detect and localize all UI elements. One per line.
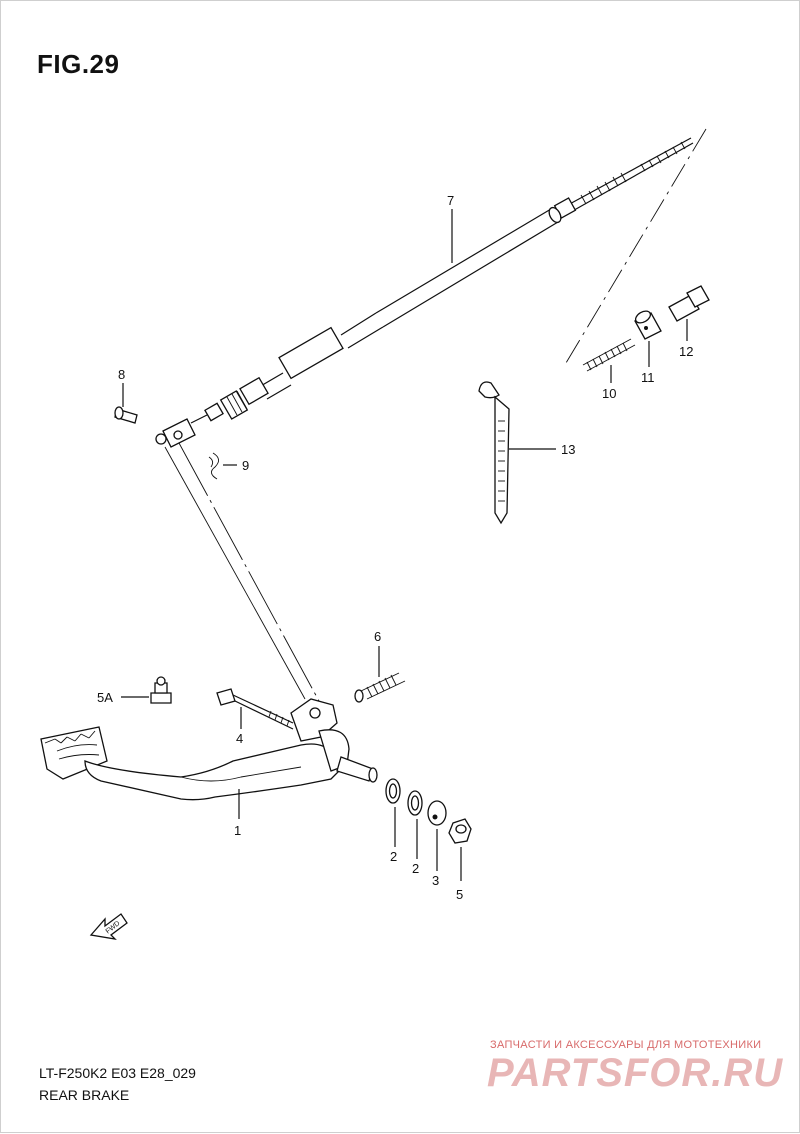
pedal-stopper-5a[interactable] bbox=[150, 676, 172, 704]
cable-joint-11[interactable] bbox=[634, 309, 662, 340]
brake-pedal-1[interactable] bbox=[40, 698, 378, 801]
callout-10[interactable]: 10 bbox=[602, 386, 616, 401]
callout-5[interactable]: 5 bbox=[456, 887, 463, 902]
nut-5[interactable] bbox=[448, 818, 472, 844]
brake-cable[interactable] bbox=[155, 137, 694, 448]
callout-11[interactable]: 11 bbox=[641, 370, 655, 385]
callout-8[interactable]: 8 bbox=[118, 367, 125, 382]
clevis-pin-8[interactable] bbox=[114, 406, 138, 424]
diagram-code: LT-F250K2 E03 E28_029 bbox=[39, 1065, 196, 1081]
forward-direction-indicator: FWD bbox=[89, 913, 128, 940]
diagram-subtitle: REAR BRAKE bbox=[39, 1087, 130, 1103]
callout-3[interactable]: 3 bbox=[432, 873, 439, 888]
washer-2-first[interactable] bbox=[385, 778, 401, 804]
figure-title: FIG.29 bbox=[37, 49, 120, 79]
callout-6[interactable]: 6 bbox=[374, 629, 381, 644]
watermark-brand-logo: PARTSFOR.RU bbox=[487, 1051, 784, 1095]
callout-1[interactable]: 1 bbox=[234, 823, 241, 838]
callout-2a[interactable]: 2 bbox=[390, 849, 397, 864]
callout-12[interactable]: 12 bbox=[679, 344, 693, 359]
callout-7[interactable]: 7 bbox=[447, 193, 454, 208]
forward-arrow-icon bbox=[89, 913, 128, 940]
callout-2b[interactable]: 2 bbox=[412, 861, 419, 876]
callout-9[interactable]: 9 bbox=[242, 458, 249, 473]
callout-5a[interactable]: 5A bbox=[97, 690, 113, 705]
washer-3[interactable] bbox=[427, 800, 447, 826]
spring-clip-9[interactable] bbox=[208, 452, 219, 480]
watermark-tagline: ЗАПЧАСТИ И АКСЕССУАРЫ ДЛЯ МОТОТЕХНИКИ bbox=[490, 1039, 762, 1051]
return-spring-6[interactable] bbox=[354, 672, 406, 703]
callout-13[interactable]: 13 bbox=[561, 442, 575, 457]
washer-2-second[interactable] bbox=[407, 790, 423, 816]
cable-tie-13[interactable] bbox=[478, 381, 510, 525]
callout-4[interactable]: 4 bbox=[236, 731, 243, 746]
adjuster-nut-12[interactable] bbox=[668, 285, 710, 322]
pivot-bolt-4[interactable] bbox=[216, 688, 294, 730]
spring-10[interactable] bbox=[582, 338, 636, 372]
